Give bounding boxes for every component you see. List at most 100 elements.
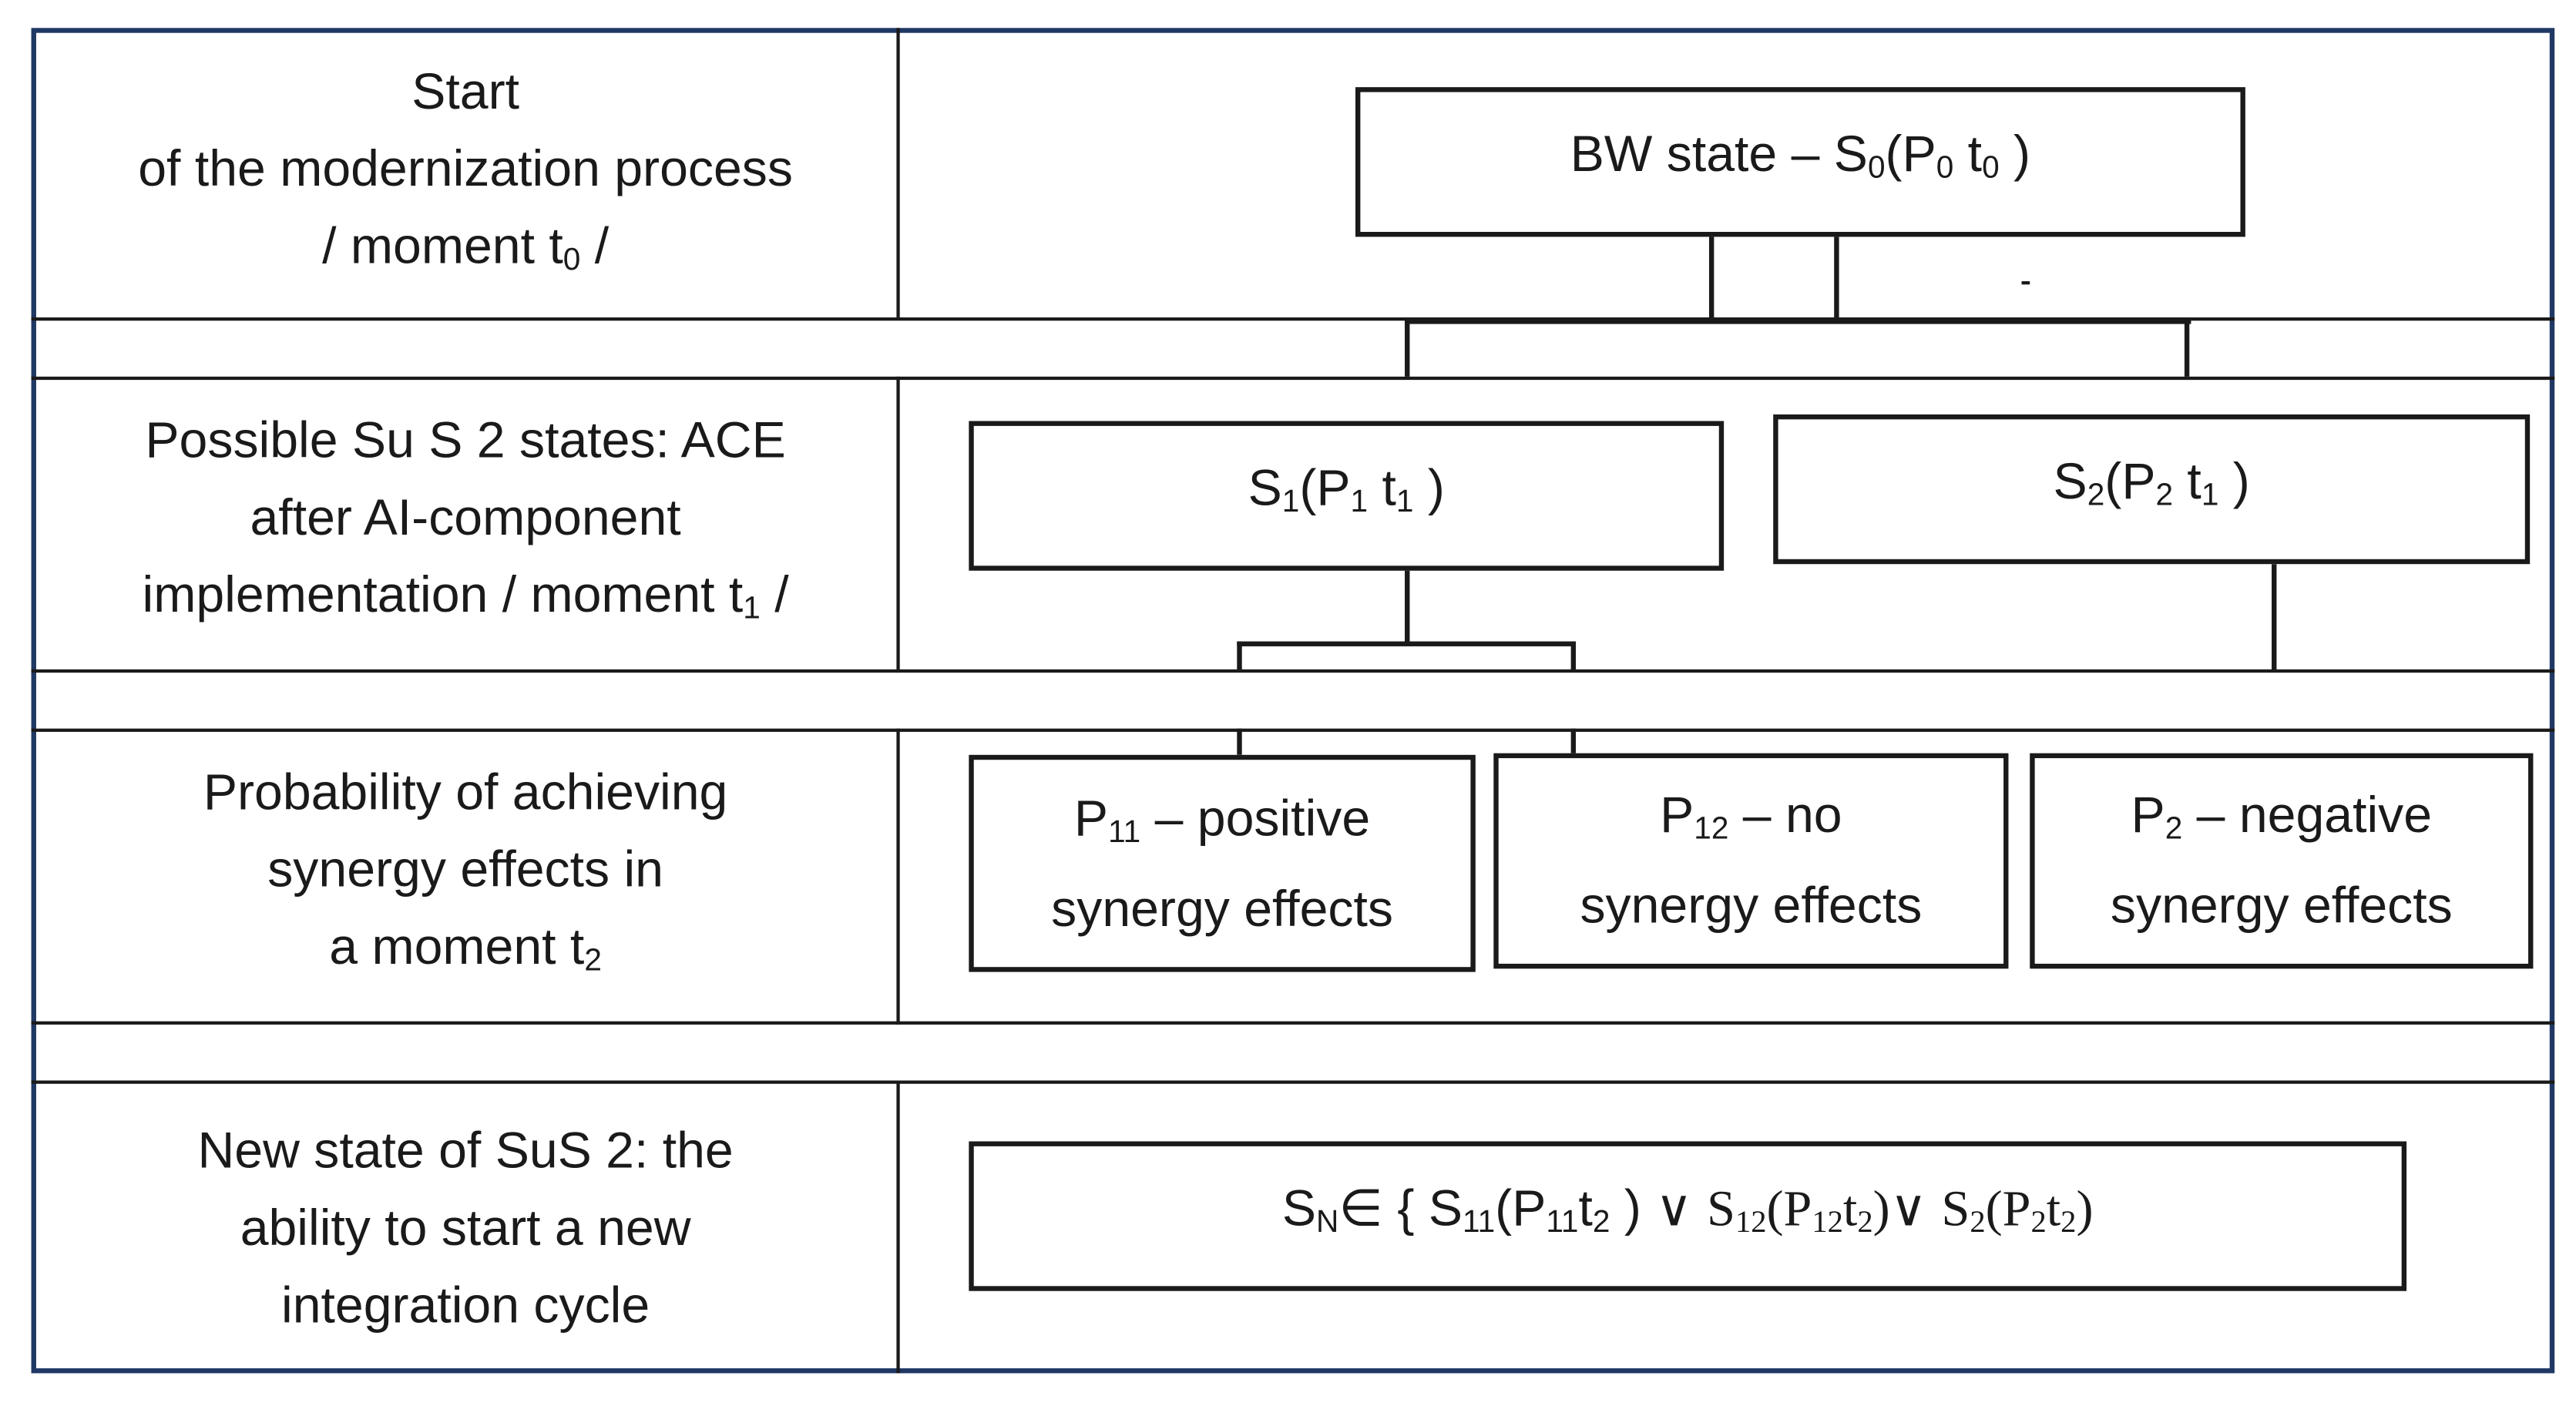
text-run: t: [1842, 1179, 1858, 1237]
connector-line: [2184, 319, 2190, 377]
connector-line: [1405, 319, 2191, 324]
subscript-text: 1: [743, 592, 761, 627]
subscript-text: 2: [1857, 1205, 1873, 1240]
subscript-text: 12: [1812, 1205, 1843, 1240]
text-run: t: [2046, 1179, 2061, 1237]
text-run: synergy effects in: [267, 840, 663, 898]
subscript-text: 2: [1970, 1205, 1986, 1240]
text-run: integration cycle: [281, 1276, 650, 1334]
text-run: S: [1941, 1179, 1970, 1237]
text-run: – no: [1728, 786, 1842, 844]
subscript-text: 2: [584, 944, 602, 979]
text-run: S: [2053, 452, 2087, 510]
text-run: synergy effects: [2110, 876, 2453, 935]
column-divider: [896, 28, 900, 320]
text-run: ) ∨: [1610, 1179, 1708, 1237]
text-run: (P: [1885, 125, 1936, 183]
stage-label-start: Start of the modernization process / momen…: [36, 33, 895, 317]
column-divider: [896, 376, 900, 673]
connector-line: [1708, 235, 1715, 320]
text-run: (P: [1299, 458, 1351, 517]
stage-label-new-state: New state of SuS 2: the ability to start …: [36, 1084, 895, 1372]
text-run: t: [1368, 458, 1396, 517]
text-run: – negative: [2182, 786, 2433, 844]
row-divider: [31, 376, 2555, 381]
subscript-text: 11: [1546, 1205, 1579, 1240]
text-run: (P: [2104, 452, 2156, 510]
connector-line: [2272, 564, 2277, 671]
subscript-text: 1: [1395, 485, 1414, 520]
row-divider: [31, 1080, 2555, 1084]
text-run: of the modernization process: [138, 139, 793, 197]
subscript-text: 11: [1463, 1205, 1496, 1240]
stray-dash-mark: [2021, 281, 2030, 285]
subscript-text: 12: [1694, 812, 1729, 847]
subscript-text: 0: [1936, 151, 1954, 186]
state-s2-box: S2(P2 t1 ): [1773, 414, 2531, 565]
positive-synergy-box: P11 – positive synergy effects: [969, 754, 1476, 972]
state-s1-box: S1(P1 t1 ): [969, 421, 1725, 571]
text-run: a moment t: [329, 918, 585, 975]
text-run: S: [1707, 1179, 1735, 1237]
text-run: synergy effects: [1580, 876, 1923, 935]
text-run: S: [1248, 458, 1282, 517]
text-run: ∈ { S: [1338, 1179, 1463, 1237]
column-divider: [896, 1080, 900, 1374]
negative-synergy-box: P2 – negative synergy effects: [2030, 753, 2534, 969]
text-run: P: [1660, 786, 1694, 844]
subscript-text: 2: [2087, 478, 2105, 514]
connector-line: [1237, 641, 1577, 646]
connector-line: [1570, 728, 1577, 755]
text-run: P: [1073, 788, 1109, 847]
text-run: t: [2173, 452, 2202, 510]
subscript-text: 12: [1735, 1205, 1767, 1240]
text-run: / moment t: [322, 216, 563, 274]
subscript-text: N: [1316, 1205, 1339, 1240]
text-run: ): [1999, 125, 2031, 183]
subscript-text: 11: [1108, 814, 1141, 850]
subscript-text: 2: [2060, 1205, 2077, 1240]
subscript-text: 2: [2030, 1205, 2047, 1240]
text-run: P: [2131, 786, 2165, 844]
subscript-text: 0: [563, 242, 581, 277]
text-run: ): [1872, 1179, 1890, 1237]
new-state-box: SN∈ { S11(P11t2 ) ∨ S12(P12t2)∨ S2(P2t2): [969, 1141, 2407, 1291]
subscript-text: 1: [2201, 478, 2219, 514]
subscript-text: 2: [1592, 1205, 1610, 1240]
diagram-frame: [31, 28, 2555, 1374]
text-run: ∨: [1889, 1179, 1942, 1237]
text-run: Start: [411, 62, 519, 119]
text-run: S: [1281, 1179, 1317, 1237]
subscript-text: 0: [1982, 151, 2000, 186]
text-run: t: [1578, 1179, 1593, 1237]
text-run: New state of SuS 2: the: [197, 1121, 734, 1179]
text-run: (P: [1495, 1179, 1547, 1237]
text-run: /: [580, 216, 610, 274]
subscript-text: 2: [2155, 478, 2174, 514]
text-run: synergy effects: [1051, 878, 1393, 937]
text-run: Possible Su S 2 states: ACE: [145, 411, 786, 469]
connector-line: [1405, 569, 1410, 643]
row-divider: [31, 1021, 2555, 1025]
text-run: /: [760, 565, 789, 624]
connector-line: [1237, 728, 1242, 755]
text-run: – positive: [1140, 788, 1371, 847]
row-divider: [31, 317, 2555, 321]
connector-line: [1570, 641, 1577, 671]
subscript-text: 2: [2165, 812, 2183, 847]
text-run: (P: [1985, 1179, 2031, 1237]
text-run: ): [1413, 458, 1445, 517]
text-run: ability to start a new: [240, 1199, 691, 1257]
column-divider: [896, 728, 900, 1025]
text-run: after AI-component: [250, 488, 681, 546]
initial-state-box: BW state – S0(P0 t0 ): [1355, 87, 2245, 237]
connector-line: [1834, 235, 1839, 320]
no-synergy-box: P12 – no synergy effects: [1493, 753, 2009, 969]
text-run: t: [1953, 125, 1983, 183]
subscript-text: 0: [1867, 151, 1886, 186]
text-run: BW state – S: [1570, 125, 1868, 183]
row-divider: [31, 669, 2555, 673]
stage-label-possible-states: Possible Su S 2 states: ACE after AI-comp…: [36, 380, 895, 669]
